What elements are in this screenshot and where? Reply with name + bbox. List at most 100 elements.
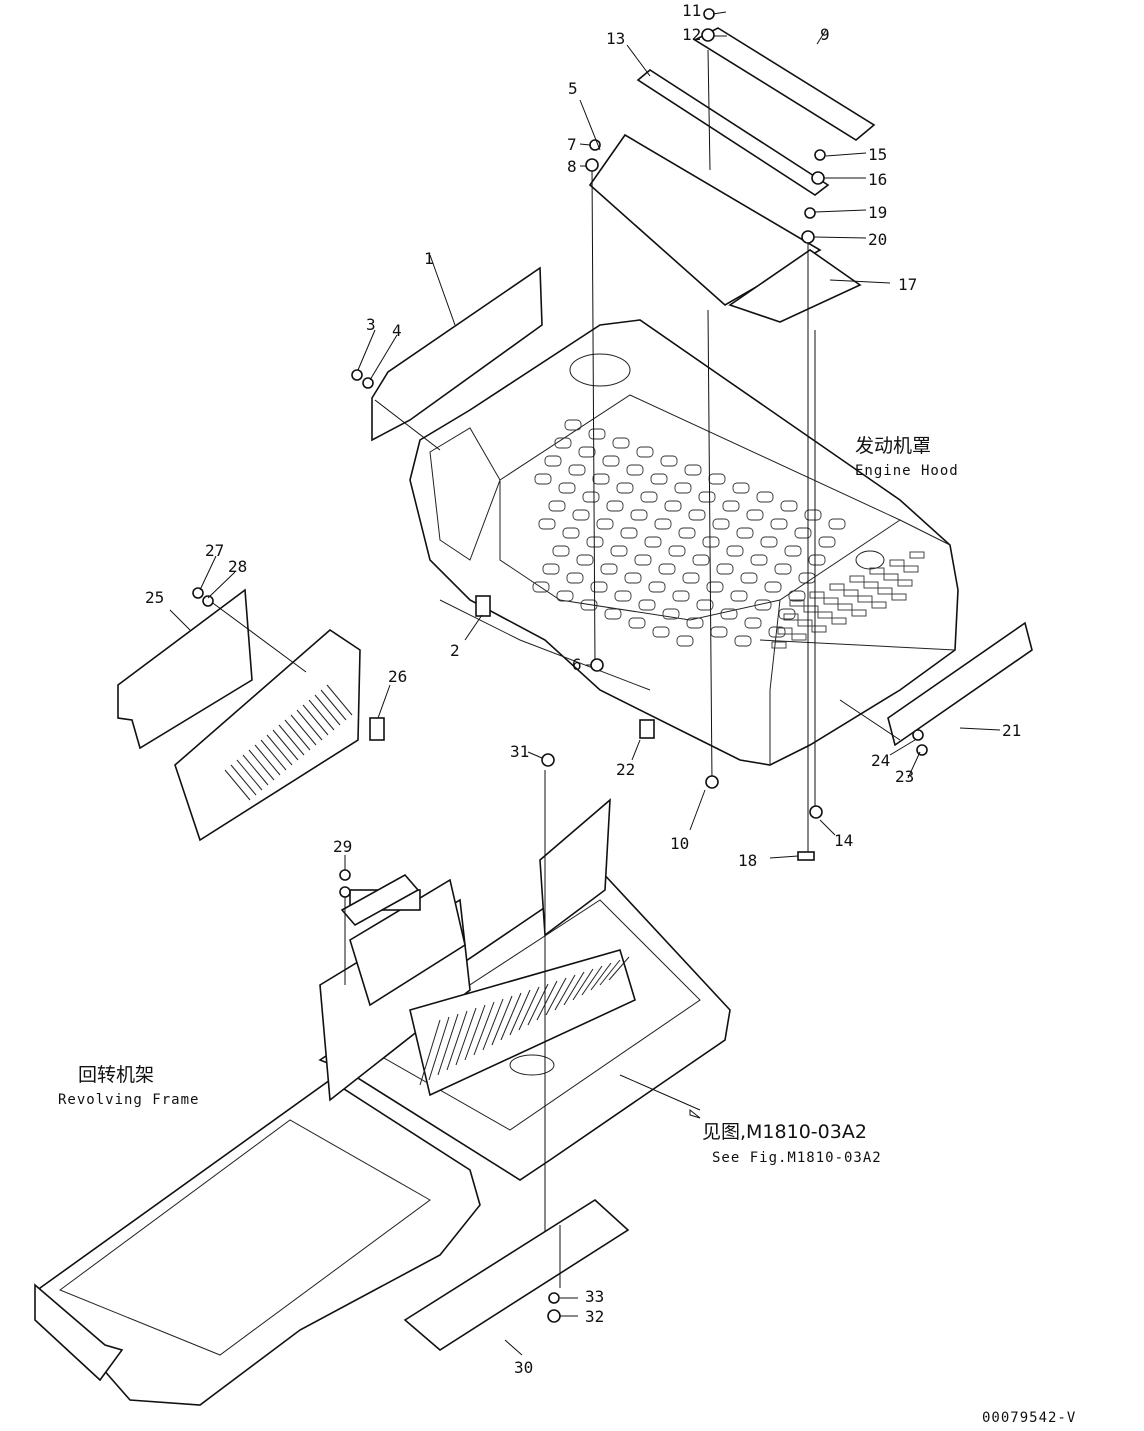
hood-perforation bbox=[630, 509, 648, 521]
hood-perforation bbox=[592, 473, 610, 485]
hood-perforation bbox=[750, 554, 768, 566]
hood-perforation bbox=[808, 554, 826, 566]
hood-perforation bbox=[760, 536, 778, 548]
screen-fin bbox=[296, 709, 323, 741]
hood-perforation bbox=[638, 599, 656, 611]
frame-mesh-line bbox=[437, 1013, 459, 1076]
hood-perforation bbox=[558, 482, 576, 494]
callout-leaders bbox=[169, 11, 1001, 1356]
hood-perforation bbox=[788, 590, 806, 602]
hood-vent-slot bbox=[871, 601, 887, 609]
hood-vent-slot bbox=[857, 595, 873, 603]
revolving-frame bbox=[34, 770, 731, 1406]
hood-vent-slot bbox=[849, 575, 865, 583]
hood-perforation bbox=[744, 617, 762, 629]
hood-perforation bbox=[658, 563, 676, 575]
cover-5 bbox=[588, 133, 822, 306]
hood-vent-slot bbox=[831, 617, 847, 625]
hood-vent-slot bbox=[803, 605, 819, 613]
hood-vent-slot bbox=[777, 627, 793, 635]
hood-perforation bbox=[702, 536, 720, 548]
hood-vent-slot bbox=[789, 599, 805, 607]
frame-mesh-line bbox=[599, 959, 621, 986]
callout-11: 11 bbox=[682, 1, 701, 20]
hood-perforation bbox=[720, 608, 738, 620]
hood-perforation bbox=[668, 545, 686, 557]
hood-perforation bbox=[628, 617, 646, 629]
hood-vent-slot bbox=[837, 603, 853, 611]
callout-21: 21 bbox=[1002, 721, 1021, 740]
hood-perforation bbox=[698, 491, 716, 503]
hood-perforation bbox=[542, 563, 560, 575]
hood-vent-slot bbox=[877, 587, 893, 595]
callout-13: 13 bbox=[606, 29, 625, 48]
callout-15: 15 bbox=[868, 145, 887, 164]
frame-mesh-line bbox=[536, 980, 558, 1021]
hood-vent-slot bbox=[909, 551, 925, 559]
callout-24: 24 bbox=[871, 751, 890, 770]
hood-perforation bbox=[676, 635, 694, 647]
hood-perforation bbox=[538, 518, 556, 530]
hood-vent-slot bbox=[891, 593, 907, 601]
drawing-code: 00079542-V bbox=[982, 1410, 1076, 1426]
callout-31: 31 bbox=[510, 742, 529, 761]
hood-perforation bbox=[678, 527, 696, 539]
hood-perforation bbox=[716, 563, 734, 575]
hood-perforation bbox=[774, 563, 792, 575]
hood-perforation bbox=[736, 527, 754, 539]
frame-mesh-line bbox=[473, 1001, 495, 1056]
hood-perforation bbox=[532, 581, 550, 593]
hood-perforation bbox=[610, 545, 628, 557]
callout-3: 3 bbox=[366, 315, 376, 334]
screen-fin bbox=[260, 739, 287, 771]
hood-perforation bbox=[732, 482, 750, 494]
callout-23: 23 bbox=[895, 767, 914, 786]
see-fig-label-cn: 见图,M1810-03A2 bbox=[702, 1121, 867, 1143]
hood-perforation bbox=[654, 518, 672, 530]
hood-vent-slot bbox=[889, 559, 905, 567]
screen-fin bbox=[320, 689, 347, 721]
screen-fin bbox=[272, 729, 299, 761]
hood-perforation bbox=[636, 446, 654, 458]
hood-perforation bbox=[596, 518, 614, 530]
hood-perforation bbox=[626, 464, 644, 476]
see-fig-label-en: See Fig.M1810-03A2 bbox=[712, 1150, 882, 1166]
callout-26: 26 bbox=[388, 667, 407, 686]
hood-perforation bbox=[784, 545, 802, 557]
screen-fin bbox=[254, 744, 281, 776]
hood-vent-slot bbox=[863, 581, 879, 589]
hood-perforation bbox=[730, 590, 748, 602]
cover-25 bbox=[117, 588, 253, 750]
screen-fin bbox=[236, 759, 263, 791]
frame-mesh-line bbox=[545, 977, 567, 1016]
screen-fin bbox=[314, 694, 341, 726]
hood-perforation bbox=[768, 626, 786, 638]
assembly-lines bbox=[205, 49, 901, 1288]
hood-perforation bbox=[664, 500, 682, 512]
hood-vent-slot bbox=[843, 589, 859, 597]
callout-29: 29 bbox=[333, 837, 352, 856]
hood-perforation bbox=[726, 545, 744, 557]
hood-perforation bbox=[804, 509, 822, 521]
hood-vent-slot bbox=[809, 591, 825, 599]
hood-vent-slot bbox=[771, 641, 787, 649]
cover-1 bbox=[371, 266, 543, 442]
hood-perforation bbox=[606, 500, 624, 512]
hood-perforation bbox=[722, 500, 740, 512]
hood-perforation bbox=[586, 536, 604, 548]
hood-perforation bbox=[564, 419, 582, 431]
frame-mesh-line bbox=[446, 1010, 468, 1071]
hood-perforation bbox=[640, 491, 658, 503]
screen-fin bbox=[302, 704, 329, 736]
hood-perforation bbox=[624, 572, 642, 584]
hood-vent-slot bbox=[869, 567, 885, 575]
radiator-screen-assembly bbox=[174, 628, 361, 842]
frame-mesh-line bbox=[482, 998, 504, 1051]
callout-10: 10 bbox=[670, 834, 689, 853]
screen-fin bbox=[242, 754, 269, 786]
hood-perforation bbox=[590, 581, 608, 593]
hood-perforation bbox=[582, 491, 600, 503]
callout-32: 32 bbox=[585, 1307, 604, 1326]
callout-28: 28 bbox=[228, 557, 247, 576]
callout-20: 20 bbox=[868, 230, 887, 249]
